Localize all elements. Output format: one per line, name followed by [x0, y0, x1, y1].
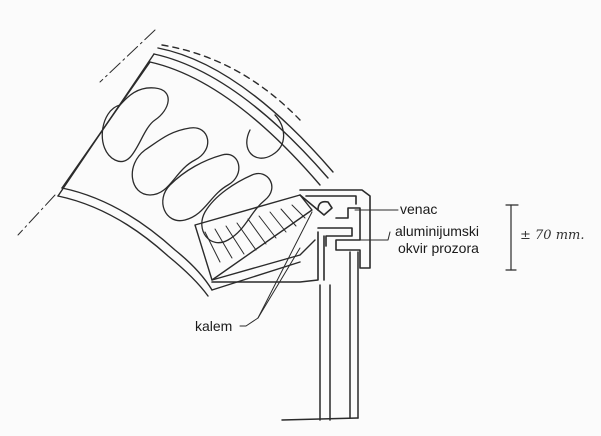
insulation-fill [101, 87, 285, 244]
dimension-bracket [505, 204, 519, 271]
aluminium-frame [211, 189, 371, 283]
label-frame-line1: aluminijumski [395, 223, 480, 239]
label-frame-line2: okvir prozora [398, 240, 479, 256]
label-venac: venac [400, 201, 438, 217]
axis-lines [17, 29, 156, 236]
timber-block [194, 194, 316, 291]
window-profile [281, 251, 359, 421]
leader-lines [239, 209, 399, 327]
label-dimension: ± 70 mm. [520, 228, 585, 243]
label-kalem: kalem [195, 318, 233, 334]
roof-layers [57, 44, 334, 297]
